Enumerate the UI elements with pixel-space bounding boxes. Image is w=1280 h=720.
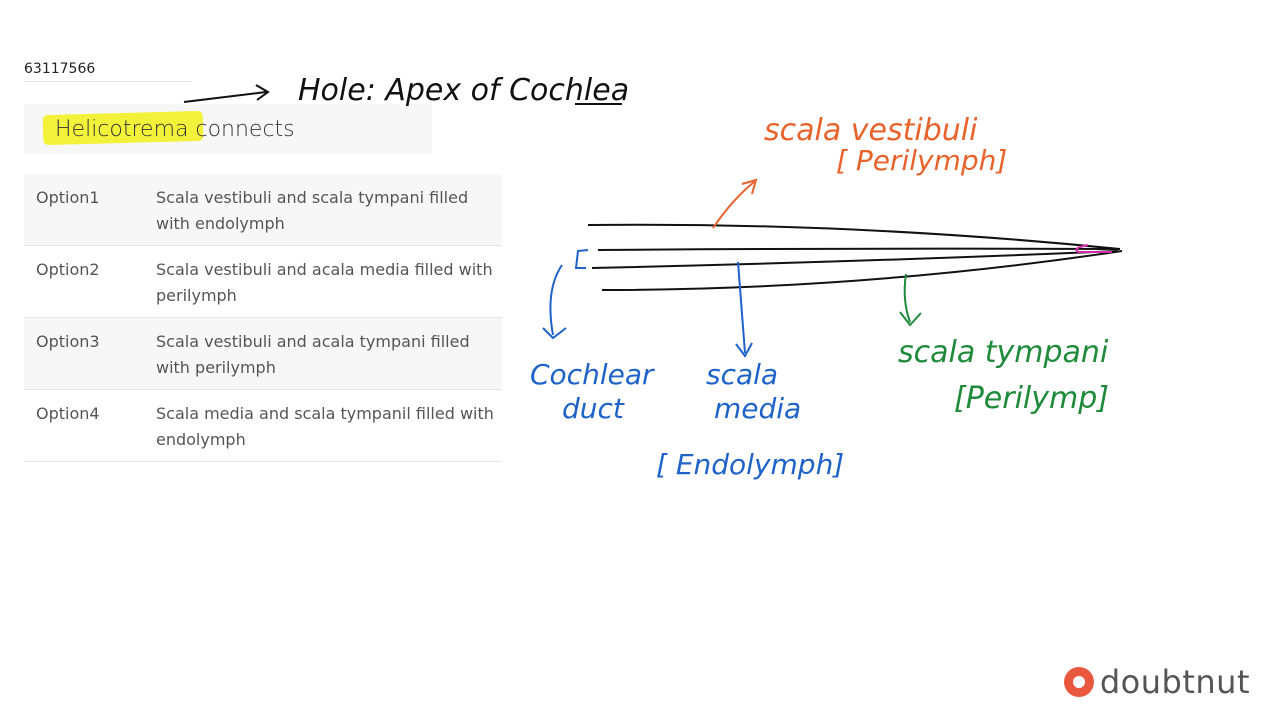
- cochlear-duct-text-1: Cochlear: [530, 358, 655, 391]
- helicotrema-mark: [1075, 244, 1112, 253]
- doubtnut-logo: doubtnut: [1063, 660, 1250, 704]
- option-text: Scala vestibuli and acala media filled w…: [156, 260, 493, 305]
- arrow-line: [183, 91, 267, 103]
- cochlea-sketch: [587, 223, 1123, 291]
- hole-note: Hole: Apex of Cochlea: [183, 73, 629, 108]
- question-text: Helicotrema connects: [55, 117, 295, 142]
- scala-vestibuli-text: scala vestibuli: [764, 113, 978, 148]
- option-row-2[interactable]: Option2 Scala vestibuli and acala media …: [24, 246, 502, 318]
- hole-note-text: Hole: Apex of Cochlea: [298, 73, 629, 108]
- media-fluid-text: [ Endolymph]: [656, 448, 844, 481]
- cochlear-duct-label: Cochlear duct: [530, 249, 655, 425]
- vestibuli-fluid-text: [ Perilymph]: [836, 144, 1007, 177]
- tympani-fluid-text: [Perilymp]: [954, 381, 1109, 416]
- doubtnut-logo-icon: [1063, 667, 1094, 697]
- scala-tympani-label: scala tympani [Perilymp]: [898, 273, 1109, 416]
- option-text: Scala vestibuli and scala tympani filled…: [156, 188, 469, 233]
- scala-media-text-2: media: [714, 392, 801, 425]
- option-label: Option3: [36, 332, 100, 351]
- option-label: Option2: [36, 260, 100, 279]
- option-text: Scala vestibuli and acala tympani filled…: [156, 332, 470, 377]
- scala-media-label: scala media [ Endolymph]: [656, 261, 844, 481]
- logo-text: doubtnut: [1099, 663, 1250, 701]
- question-id: 63117566: [24, 61, 96, 77]
- scala-media-text-1: scala: [706, 358, 778, 391]
- arrow-head: [255, 84, 270, 101]
- option-row-1[interactable]: Option1 Scala vestibuli and scala tympan…: [24, 174, 502, 246]
- option-label: Option1: [36, 188, 100, 207]
- options-table: Option1 Scala vestibuli and scala tympan…: [24, 174, 502, 462]
- option-row-4[interactable]: Option4 Scala media and scala tympanil f…: [24, 390, 502, 462]
- option-text: Scala media and scala tympanil filled wi…: [156, 404, 494, 449]
- cochlear-duct-text-2: duct: [562, 392, 625, 425]
- option-label: Option4: [36, 404, 100, 423]
- divider: [24, 81, 192, 82]
- scala-tympani-text: scala tympani: [898, 335, 1109, 370]
- option-row-3[interactable]: Option3 Scala vestibuli and acala tympan…: [24, 318, 502, 390]
- scala-vestibuli-label: scala vestibuli [ Perilymph]: [712, 113, 1007, 229]
